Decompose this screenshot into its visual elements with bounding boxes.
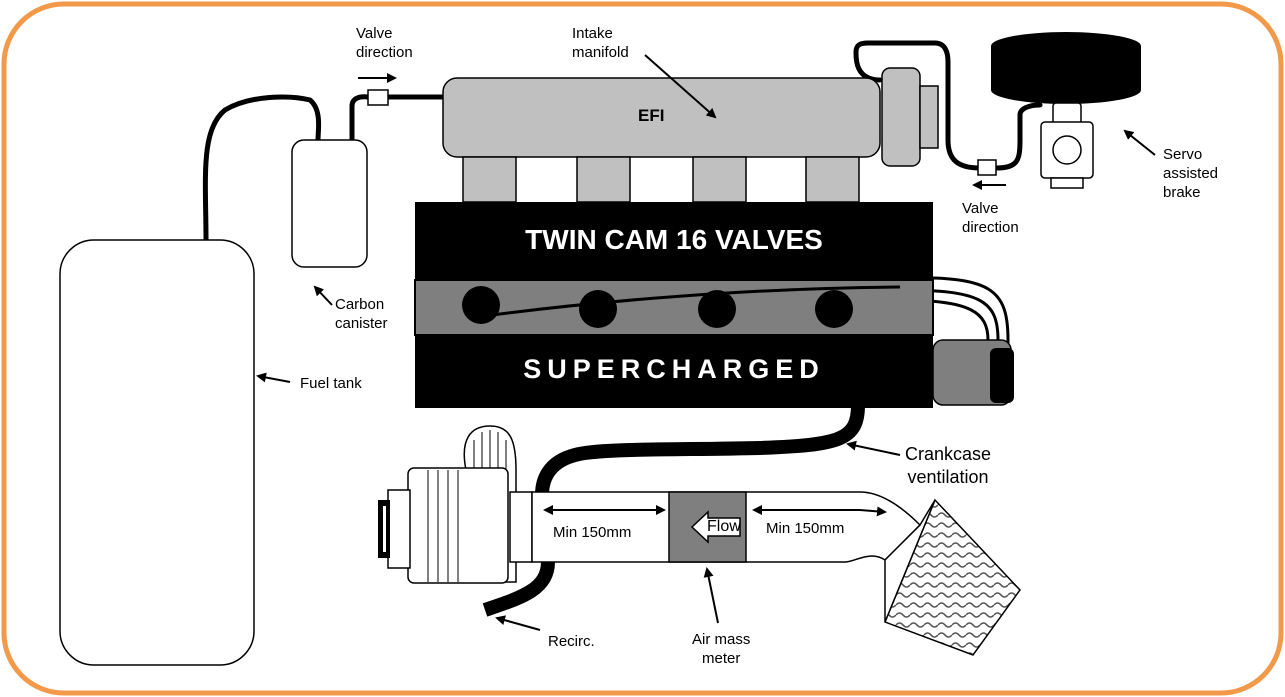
flow-arrow	[690, 510, 741, 544]
master-cylinder-circle	[1052, 135, 1082, 165]
manifold-label: EFI	[638, 106, 665, 125]
throttle-body-end	[919, 85, 939, 149]
intake-tube-collar	[509, 491, 533, 563]
cylinder-1	[462, 286, 500, 324]
servo-booster-top	[991, 32, 1141, 60]
fuel-tank-label: Fuel tank	[300, 375, 362, 392]
engine-bottom-text: SUPERCHARGED	[523, 354, 825, 384]
recirc-label: Recirc.	[548, 633, 595, 650]
intake-manifold-label: Intake manifold	[572, 25, 629, 61]
engine-top-text: TWIN CAM 16 VALVES	[525, 224, 823, 255]
manifold-to-brake-hose-b	[993, 102, 1043, 171]
air-mass-meter-label: Air mass meter	[692, 631, 751, 667]
manifold-to-brake-hose-a	[853, 40, 983, 171]
carbon-canister-pointer	[313, 285, 333, 306]
carbon-canister-label: Carbon canister	[335, 296, 388, 332]
crankcase-ventilation-hose	[535, 404, 865, 496]
min-right-label: Min 150mm	[766, 520, 845, 537]
valve-direction-top-label: Valve direction	[356, 25, 413, 61]
recirc-pointer	[495, 615, 541, 631]
carbon-canister	[291, 139, 368, 268]
master-cylinder-base	[1050, 177, 1084, 189]
fuel-tank-hose	[202, 94, 322, 243]
intake-manifold-pointer	[644, 54, 717, 119]
canister-to-valve-hose	[349, 94, 371, 143]
min-right-arrow-b	[859, 506, 887, 517]
servo-brake-label: Servo assisted brake	[1163, 146, 1219, 201]
compressor-fins	[427, 470, 459, 582]
recirc-hose	[482, 561, 555, 617]
runner-4	[805, 156, 860, 203]
intake-manifold	[442, 77, 881, 158]
valve-right	[977, 159, 997, 176]
engine-block-top	[415, 202, 933, 280]
fuel-tank-pointer	[256, 372, 291, 383]
crankcase-ventilation-label: Crankcase ventilation	[905, 444, 992, 487]
compressor-hub	[387, 489, 411, 569]
cylinder-2	[579, 290, 617, 328]
air-filter-collar	[884, 499, 936, 623]
cylinder-3	[698, 290, 736, 328]
valve-direction-right-label: Valve direction	[962, 200, 1019, 236]
valve-top	[367, 89, 389, 106]
runner-1	[462, 156, 517, 203]
throttle-body	[881, 67, 921, 167]
crankcase-pointer	[846, 440, 901, 456]
fuel-tank	[59, 239, 255, 666]
runner-3	[692, 156, 747, 203]
air-mass-pointer	[703, 567, 719, 624]
head-hose-lines	[469, 285, 901, 320]
min-left-label: Min 150mm	[553, 524, 632, 541]
runner-2	[576, 156, 631, 203]
cylinder-4	[815, 290, 853, 328]
supercharger-pulley	[990, 348, 1014, 403]
compressor-pulley-inner	[383, 506, 386, 552]
flow-label: Flow	[707, 518, 741, 535]
engine-block-bottom	[415, 335, 933, 408]
servo-pointer	[1123, 129, 1156, 156]
